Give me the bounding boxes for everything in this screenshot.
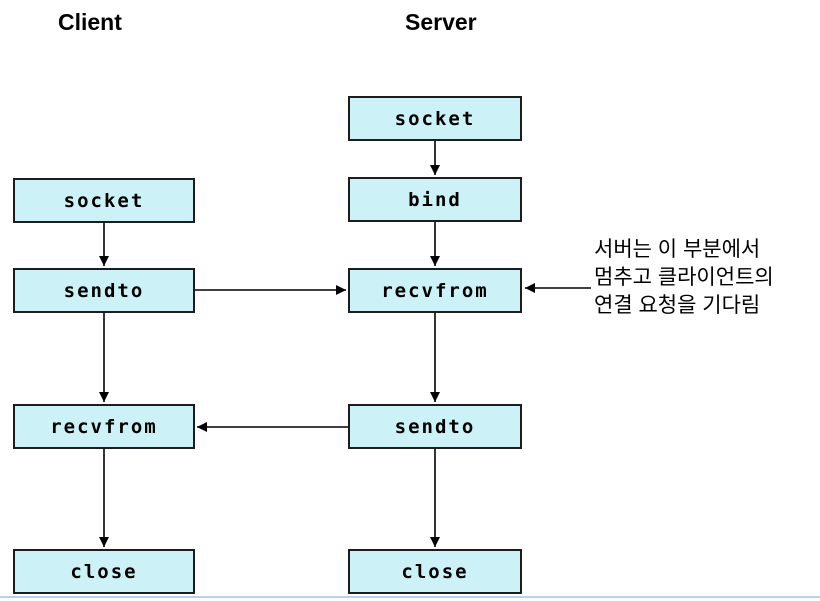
- client-socket-box: socket: [13, 178, 195, 223]
- annotation-line-2: 멈추고 클라이언트의: [594, 266, 774, 289]
- annotation-text: 서버는 이 부분에서 멈추고 클라이언트의 연결 요청을 기다림: [594, 236, 774, 320]
- server-close-box: close: [348, 549, 522, 594]
- server-column-title: Server: [405, 9, 477, 35]
- server-socket-label: socket: [394, 107, 476, 130]
- annotation-line-1: 서버는 이 부분에서: [594, 238, 761, 261]
- server-socket-box: socket: [348, 96, 522, 141]
- client-recvfrom-box: recvfrom: [13, 404, 195, 449]
- bottom-divider-line: [0, 596, 820, 598]
- client-sendto-label: sendto: [63, 279, 145, 302]
- client-column-title: Client: [58, 9, 122, 35]
- server-sendto-label: sendto: [394, 415, 476, 438]
- client-recvfrom-label: recvfrom: [50, 415, 158, 438]
- annotation-line-3: 연결 요청을 기다림: [594, 294, 761, 317]
- server-sendto-box: sendto: [348, 404, 522, 449]
- client-sendto-box: sendto: [13, 268, 195, 313]
- server-close-label: close: [401, 560, 469, 583]
- server-bind-box: bind: [348, 177, 522, 222]
- server-bind-label: bind: [408, 188, 462, 211]
- client-close-box: close: [13, 549, 195, 594]
- client-close-label: close: [70, 560, 138, 583]
- server-recvfrom-label: recvfrom: [381, 279, 489, 302]
- client-socket-label: socket: [63, 189, 145, 212]
- server-recvfrom-box: recvfrom: [348, 268, 522, 313]
